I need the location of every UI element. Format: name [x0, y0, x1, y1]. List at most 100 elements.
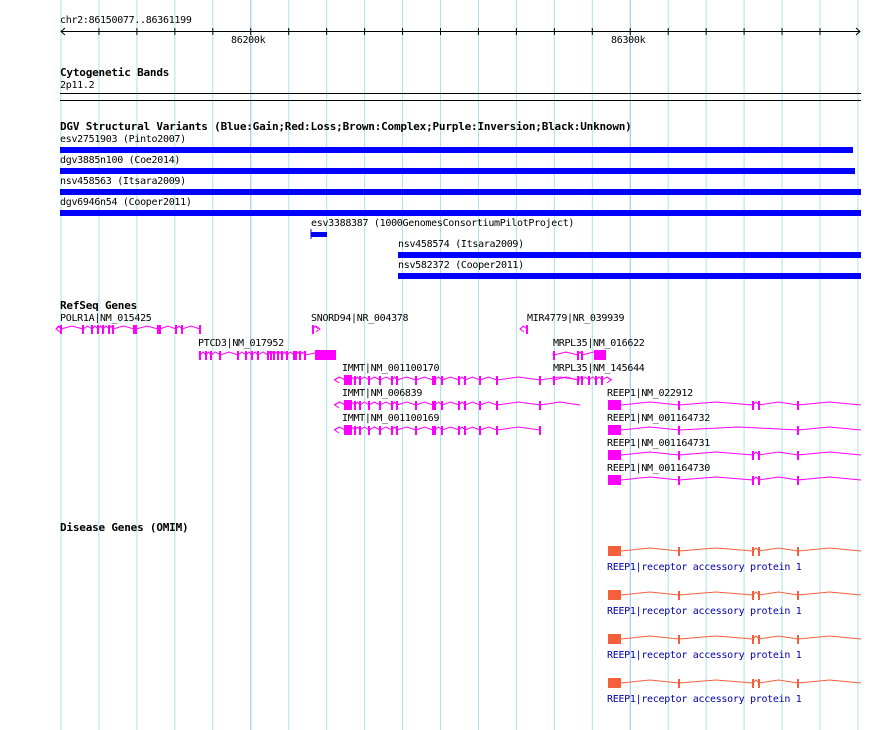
variant-bar	[60, 189, 861, 195]
reep1-exon	[758, 476, 760, 485]
gene-label[interactable]: REEP1|NM_001164730	[607, 463, 710, 474]
variant-label[interactable]: nsv458563 (Itsara2009)	[60, 176, 186, 187]
immt-exon	[479, 401, 481, 410]
variant-label[interactable]: dgv6946n54 (Cooper2011)	[60, 197, 192, 208]
immt-exon	[432, 401, 434, 410]
omim-reep1-exon	[752, 591, 754, 600]
ptcd3-exon	[299, 351, 301, 360]
reep1-exon	[608, 475, 621, 485]
ruler-location: chr2:86150077..86361199	[60, 15, 192, 26]
strand-arrow-icon	[606, 376, 612, 384]
omim-reep1-exon	[758, 679, 760, 688]
immt-exon	[379, 401, 381, 410]
gene-label[interactable]: IMMT|NM_001100170	[342, 363, 440, 374]
omim-reep1-intron	[620, 547, 862, 552]
ptcd3-exon	[315, 350, 336, 360]
immt-exon	[396, 401, 398, 410]
variant-bar	[311, 232, 327, 237]
ptcd3-exon	[267, 351, 269, 360]
variant-label[interactable]: nsv582372 (Cooper2011)	[398, 260, 524, 271]
reep1-exon	[752, 476, 754, 485]
reep1-exon	[678, 451, 680, 460]
immt-exon	[496, 401, 498, 410]
polr1a-intron	[55, 324, 201, 330]
mrpl35-b-exon	[577, 376, 579, 385]
immt-exon	[368, 401, 370, 410]
ruler-tick-label: 86200k	[231, 35, 266, 46]
immt-exon	[344, 425, 352, 435]
disease-gene-label[interactable]: REEP1|receptor accessory protein 1	[607, 562, 802, 573]
ptcd3-exon	[251, 351, 253, 360]
immt-exon	[496, 376, 498, 385]
reep1-exon	[758, 451, 760, 460]
mrpl35-b-exon	[581, 376, 583, 385]
reep1-exon	[797, 451, 799, 460]
ruler-arrow-icon	[60, 27, 861, 36]
reep1-exon	[608, 400, 621, 410]
variant-label[interactable]: dgv3885n100 (Coe2014)	[60, 155, 181, 166]
gene-label[interactable]: MIR4779|NR_039939	[527, 313, 625, 324]
ptcd3-exon	[237, 351, 239, 360]
omim-reep1-exon	[758, 591, 760, 600]
reep1-exon	[678, 426, 680, 435]
mrpl35-b-exon	[553, 376, 555, 385]
immt-exon	[464, 401, 466, 410]
immt-exon	[441, 376, 443, 385]
omim-reep1-exon	[797, 679, 799, 688]
ptcd3-exon	[270, 351, 272, 360]
immt-tail-intron	[539, 401, 581, 406]
variant-label[interactable]: esv3388387 (1000GenomesConsortiumPilotPr…	[311, 218, 575, 229]
omim-reep1-exon	[752, 547, 754, 556]
immt-exon	[479, 426, 481, 435]
immt-exon	[379, 426, 381, 435]
ptcd3-exon	[199, 351, 201, 360]
gene-label[interactable]: REEP1|NM_001164732	[607, 413, 710, 424]
gene-label[interactable]: MRPL35|NM_016622	[553, 338, 645, 349]
gene-label[interactable]: PTCD3|NM_017952	[198, 338, 284, 349]
omim-reep1-exon	[678, 591, 680, 600]
immt-exon	[441, 401, 443, 410]
variant-bar	[398, 273, 861, 279]
omim-reep1-exon	[797, 635, 799, 644]
gene-label[interactable]: IMMT|NM_001100169	[342, 413, 440, 424]
snord94-exon	[312, 325, 314, 334]
polr1a-exon	[102, 325, 104, 334]
immt-exon	[359, 376, 361, 385]
cytoband-label[interactable]: 2p11.2	[60, 80, 95, 91]
gene-label[interactable]: SNORD94|NR_004378	[311, 313, 409, 324]
polr1a-exon	[199, 325, 201, 334]
disease-gene-label[interactable]: REEP1|receptor accessory protein 1	[607, 606, 802, 617]
ptcd3-exon	[245, 351, 247, 360]
gene-label[interactable]: IMMT|NM_006839	[342, 388, 423, 399]
gene-label[interactable]: MRPL35|NM_145644	[553, 363, 645, 374]
immt-exon	[354, 426, 356, 435]
immt-tail-exon	[539, 401, 541, 410]
reep1-exon	[797, 476, 799, 485]
ptcd3-exon	[273, 351, 275, 360]
disease-track-title: Disease Genes (OMIM)	[60, 521, 189, 534]
immt-exon	[415, 426, 417, 435]
disease-gene-label[interactable]: REEP1|receptor accessory protein 1	[607, 694, 802, 705]
immt-exon	[354, 376, 356, 385]
immt-tail-exon	[539, 376, 541, 385]
strand-arrow-icon	[315, 325, 321, 333]
variant-label[interactable]: esv2751903 (Pinto2007)	[60, 134, 186, 145]
polr1a-exon	[97, 325, 99, 334]
gene-label[interactable]: REEP1|NM_001164731	[607, 438, 710, 449]
gene-label[interactable]: POLR1A|NM_015425	[60, 313, 152, 324]
dgv-track-title: DGV Structural Variants (Blue:Gain;Red:L…	[60, 120, 632, 133]
variant-label[interactable]: nsv458574 (Itsara2009)	[398, 239, 524, 250]
immt-exon	[464, 426, 466, 435]
polr1a-exon	[91, 325, 93, 334]
reep1-intron	[620, 451, 862, 456]
immt-exon	[415, 376, 417, 385]
immt-exon	[464, 376, 466, 385]
immt-exon	[391, 401, 393, 410]
gene-label[interactable]: REEP1|NM_022912	[607, 388, 693, 399]
omim-reep1-exon	[608, 678, 621, 688]
immt-exon	[458, 376, 460, 385]
mrpl35-exon	[553, 351, 555, 360]
disease-gene-label[interactable]: REEP1|receptor accessory protein 1	[607, 650, 802, 661]
